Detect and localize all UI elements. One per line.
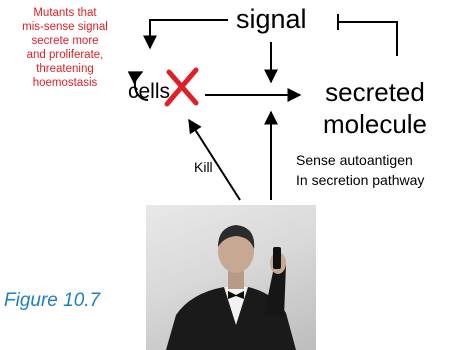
sense-note: Sense autoantigen In secretion pathway (296, 150, 424, 190)
secreted-line-2: molecule (322, 109, 428, 139)
mutant-note: Mutants that mis-sense signal secrete mo… (0, 6, 130, 90)
proliferation-loop-arrow (127, 71, 149, 101)
kill-arrow (188, 118, 241, 201)
secreted-molecule-label: secreted molecule (300, 76, 450, 140)
feedback-inhibition-bar (338, 21, 398, 56)
mutant-note-line: threatening (36, 63, 94, 75)
cells-label: cells (128, 80, 171, 103)
signal-to-cells-arrow (143, 19, 228, 50)
cross-out-icon (164, 67, 199, 107)
mutant-note-line: Mutants that (33, 7, 97, 19)
hair-shape (218, 225, 255, 249)
suit-body-shape (166, 287, 296, 350)
head-shape (218, 229, 254, 273)
mutant-note-line: hoemostasis (32, 77, 98, 89)
signal-label: signal (236, 4, 307, 34)
kill-label: Kill (194, 159, 213, 175)
neck-shape (228, 271, 244, 289)
sense-line-1: Sense autoantigen (296, 152, 413, 168)
agent-photo (146, 205, 316, 350)
secreted-line-1: secreted (325, 77, 425, 107)
mutant-note-line: and proliferate, (26, 49, 104, 61)
raised-arm-shape (264, 265, 286, 317)
figure-caption: Figure 10.7 (4, 290, 101, 311)
mutant-note-line: mis-sense signal (22, 21, 108, 33)
bow-tie-shape (228, 291, 244, 299)
phone-icon (273, 247, 281, 269)
mutant-note-line: secrete more (31, 35, 99, 47)
sense-line-2: In secretion pathway (296, 172, 425, 188)
